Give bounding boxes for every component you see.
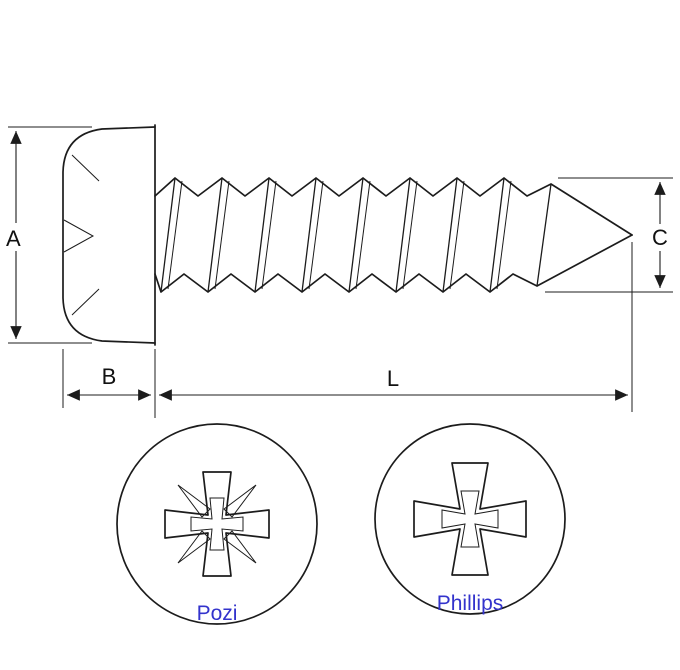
thread-flank-lines xyxy=(167,180,512,290)
dimension-l: L xyxy=(159,242,633,412)
phillips-cross-outer xyxy=(413,462,527,576)
pozi-wedge xyxy=(177,530,211,564)
dimension-a: A xyxy=(2,126,92,344)
dim-l-label: L xyxy=(387,366,399,391)
dim-c-label: C xyxy=(652,225,668,250)
screw-side-view xyxy=(62,124,633,346)
thread-flank-line xyxy=(496,180,512,290)
thread-crest-line xyxy=(160,177,176,293)
thread-flank-line xyxy=(308,180,324,290)
thread-crest-line xyxy=(254,177,270,293)
thread-crest-line xyxy=(395,177,411,293)
pozi-circle xyxy=(116,423,318,625)
thread-crest-line xyxy=(536,183,552,287)
thread-crest-line xyxy=(489,177,505,293)
thread-flank-line xyxy=(355,180,371,290)
thread-top-profile xyxy=(154,177,633,236)
thread-flank-line xyxy=(214,180,230,290)
recess-upper-line xyxy=(71,154,100,182)
phillips-drive-view: Phillips xyxy=(374,423,566,615)
pozi-wedge xyxy=(177,484,211,518)
head-outline xyxy=(62,126,156,344)
screw-head xyxy=(62,124,156,346)
dimension-b: B xyxy=(62,349,156,418)
phillips-circle xyxy=(374,423,566,615)
thread-flank-line xyxy=(402,180,418,290)
recess-lower-line xyxy=(71,288,100,316)
pozi-diagonal-wedges xyxy=(177,484,257,564)
screw-threads xyxy=(154,177,633,293)
label-mask xyxy=(2,223,28,251)
thread-crest-line xyxy=(348,177,364,293)
thread-crest-line xyxy=(301,177,317,293)
thread-flank-line xyxy=(449,180,465,290)
thread-flank-line xyxy=(261,180,277,290)
pozi-wedge xyxy=(223,530,257,564)
pozi-wedge xyxy=(223,484,257,518)
pozi-cross-outer xyxy=(164,471,270,577)
thread-flank-line xyxy=(167,180,183,290)
label-mask xyxy=(647,224,674,251)
phillips-cross-inner xyxy=(441,490,499,548)
dim-b-label: B xyxy=(102,364,117,389)
pozi-label: Pozi xyxy=(197,602,238,625)
recess-wedge xyxy=(63,219,95,253)
thread-crest-lines xyxy=(160,177,552,293)
pozi-cross-inner xyxy=(190,497,244,551)
thread-bottom-profile xyxy=(154,234,633,293)
thread-crest-line xyxy=(207,177,223,293)
dimension-c: C xyxy=(545,177,674,293)
pozi-drive-view: Pozi xyxy=(116,423,318,625)
thread-crest-line xyxy=(442,177,458,293)
phillips-label: Phillips xyxy=(437,592,504,615)
dim-a-label: A xyxy=(6,226,21,251)
